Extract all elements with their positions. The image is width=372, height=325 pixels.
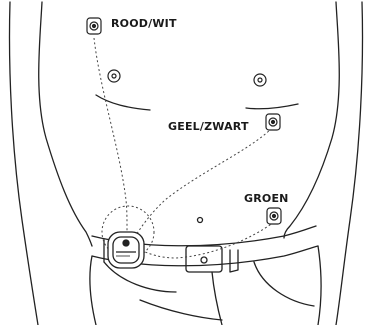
torso-right-outline	[284, 2, 339, 238]
navel	[198, 218, 203, 223]
trousers-left	[90, 256, 96, 325]
electrode-label-yellow-black: GEEL/ZWART	[168, 121, 249, 132]
monitor-device	[108, 232, 144, 268]
right-pectoral-line	[246, 104, 298, 109]
electrode-label-green: GROEN	[244, 193, 289, 204]
buckle-prong	[201, 257, 207, 263]
right-pocket	[254, 262, 314, 306]
crotch-seam	[140, 300, 222, 320]
torso-left-outline	[39, 2, 92, 246]
lead-wire-yellow	[132, 128, 272, 242]
right-nipple-center	[258, 78, 262, 82]
lead-wire-red	[94, 38, 128, 246]
electrode-yellow-black	[266, 114, 280, 130]
right-nipple	[254, 74, 266, 86]
electrode-red-white	[87, 18, 101, 34]
left-nipple	[108, 70, 120, 82]
electrode-label-red-white: ROOD/WIT	[111, 18, 177, 29]
left-nipple-center	[112, 74, 116, 78]
left-pectoral-line	[96, 95, 150, 110]
right-arm-outline	[336, 2, 363, 325]
trousers-right	[318, 246, 321, 325]
lead-wire-green	[140, 222, 274, 258]
trousers-fly	[212, 272, 222, 325]
left-arm-outline	[10, 2, 39, 325]
electrode-green	[267, 208, 281, 224]
belt-loop-right	[230, 250, 238, 272]
